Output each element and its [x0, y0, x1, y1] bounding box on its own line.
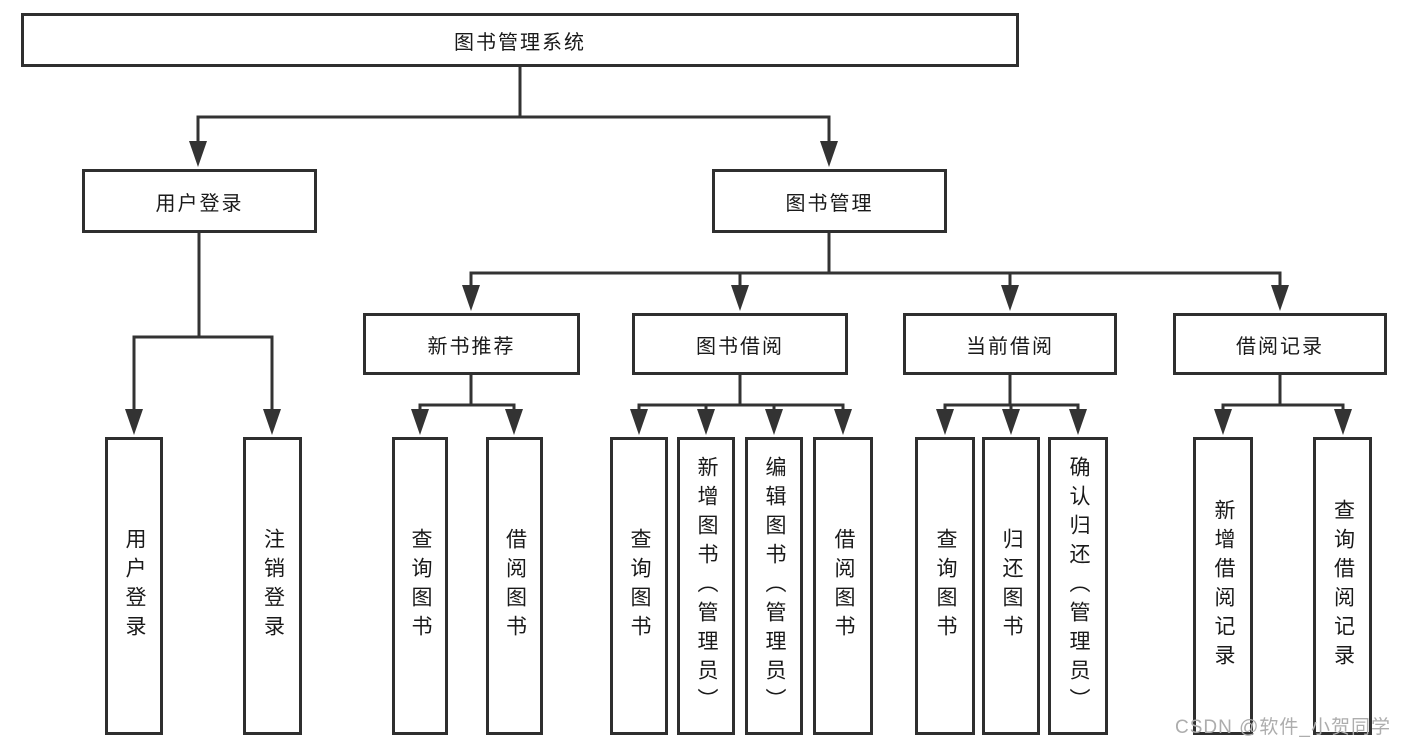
node-user-login: 用户登录 [82, 169, 317, 233]
leaf-borrow-books-recommend: 借阅图书 [486, 437, 543, 735]
connector-new-book-fork [411, 375, 523, 435]
connector-root-to-level2 [189, 67, 838, 167]
node-library-system: 图书管理系统 [21, 13, 1019, 67]
leaf-add-borrow-record: 新增借阅记录 [1193, 437, 1253, 735]
watermark: CSDN @软件_小贺同学 [1175, 717, 1391, 738]
leaf-borrow-books: 借阅图书 [813, 437, 873, 735]
leaf-return-books: 归还图书 [982, 437, 1040, 735]
connector-book-borrow-fork [630, 375, 852, 435]
leaf-query-books-current: 查询图书 [915, 437, 975, 735]
connector-current-borrow-fork [936, 375, 1087, 435]
node-new-book-recommend: 新书推荐 [363, 313, 580, 375]
node-borrow-records: 借阅记录 [1173, 313, 1387, 375]
leaf-query-books-recommend: 查询图书 [392, 437, 448, 735]
leaf-logout: 注销登录 [243, 437, 302, 735]
node-book-management: 图书管理 [712, 169, 947, 233]
leaf-user-login: 用户登录 [105, 437, 163, 735]
node-current-borrow: 当前借阅 [903, 313, 1117, 375]
node-book-borrow: 图书借阅 [632, 313, 848, 375]
leaf-query-books-borrow: 查询图书 [610, 437, 668, 735]
leaf-edit-books-admin: 编辑图书（管理员） [745, 437, 803, 735]
leaf-query-borrow-record: 查询借阅记录 [1313, 437, 1372, 735]
connector-user-login-fork [125, 233, 281, 435]
leaf-add-books-admin: 新增图书（管理员） [677, 437, 735, 735]
connector-borrow-record-fork [1214, 375, 1352, 435]
leaf-confirm-return-admin: 确认归还（管理员） [1048, 437, 1108, 735]
connector-book-management-fork [462, 233, 1289, 311]
